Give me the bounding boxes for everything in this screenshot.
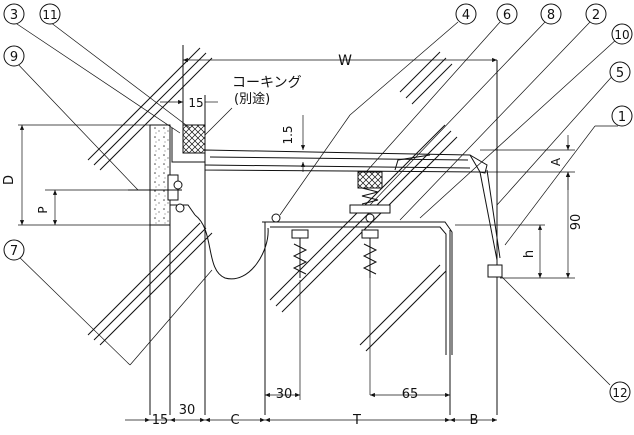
callout-9-label: 9 <box>10 50 18 65</box>
callout-9-circle <box>3 45 25 67</box>
callout-7-label: 7 <box>10 244 18 259</box>
dim-a-label: A <box>549 157 563 166</box>
bottom-foot <box>487 264 503 278</box>
dim-c-label: C <box>230 413 239 428</box>
callout-5-circle <box>609 61 631 83</box>
dim-h-label: h <box>522 250 537 258</box>
left-anchor <box>128 174 196 216</box>
callout-12-circle <box>609 381 631 403</box>
callout-7-circle <box>3 239 25 261</box>
callout-6-label: 6 <box>503 8 511 23</box>
dim-15-bottom-label: 15 <box>152 413 169 428</box>
callout-5-label: 5 <box>616 66 624 81</box>
caulking-note: コーキング <box>232 75 302 91</box>
callout-3-label: 3 <box>10 8 18 23</box>
dimension-labels: W 15 1.5 D P A 90 h 30 65 15 30 C T B <box>2 53 584 428</box>
callout-1-circle <box>611 105 633 127</box>
caulking-block <box>182 124 206 154</box>
callout-11-label: 11 <box>42 8 57 22</box>
anchor-right <box>361 229 379 278</box>
cover-plate <box>171 128 501 261</box>
callout-circles: 3 11 9 7 4 6 8 2 10 5 1 12 <box>3 3 633 403</box>
caulking-sub-note: (別途) <box>234 91 270 107</box>
callout-10-label: 10 <box>614 28 629 42</box>
callout-1-label: 1 <box>618 110 626 125</box>
dim-65-label: 65 <box>402 387 419 402</box>
anchor-left <box>291 229 309 278</box>
dim-p-label: P <box>36 206 50 213</box>
lower-channel <box>262 213 453 355</box>
dim-15-top-label: 15 <box>188 96 203 110</box>
dim-90-label: 90 <box>569 214 584 231</box>
callout-4-label: 4 <box>462 8 470 23</box>
right-wall-hatching <box>269 51 458 352</box>
dim-t-label: T <box>352 413 361 428</box>
callout-2-label: 2 <box>592 8 600 23</box>
left-concrete-wall <box>149 124 171 226</box>
callout-8-label: 8 <box>547 8 555 23</box>
safety-wire <box>194 214 269 280</box>
callout-2-circle <box>585 3 607 25</box>
center-spring-assembly <box>349 154 431 223</box>
dim-d-label: D <box>2 175 17 185</box>
dim-w-label: W <box>338 53 352 69</box>
callout-4-circle <box>455 3 477 25</box>
callout-12-label: 12 <box>612 386 627 400</box>
dim-30-mid-label: 30 <box>276 387 293 402</box>
dim-1-5-label: 1.5 <box>281 125 295 144</box>
callout-6-circle <box>496 3 518 25</box>
callout-10-circle <box>611 23 633 45</box>
dim-30-bottom-label: 30 <box>179 403 196 418</box>
callout-8-circle <box>540 3 562 25</box>
dimension-lines <box>18 57 575 423</box>
callout-11-circle <box>39 3 61 25</box>
leader-lines <box>13 21 619 386</box>
callout-3-circle <box>3 3 25 25</box>
dim-b-label: B <box>470 413 479 428</box>
